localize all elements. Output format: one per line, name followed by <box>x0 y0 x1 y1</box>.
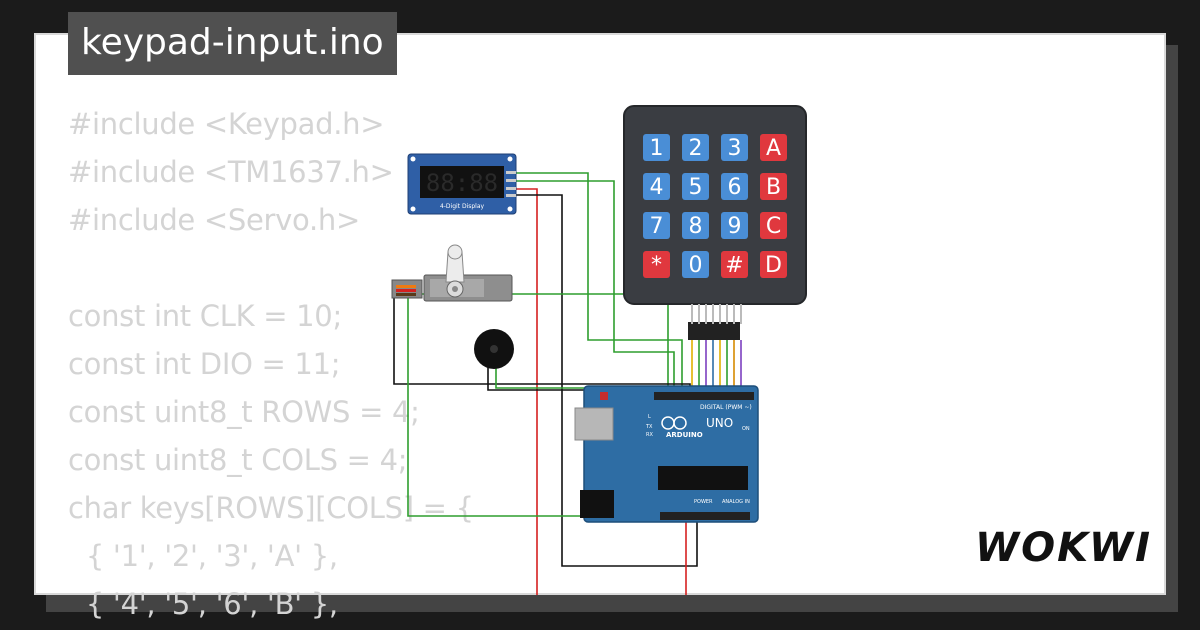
keypad-key-label: 3 <box>728 136 742 161</box>
wire-display-vcc <box>514 188 538 595</box>
keypad-key-label: * <box>651 253 662 278</box>
code-line: { '4', '5', '6', 'B' }, <box>68 587 338 621</box>
rx-label: RX <box>646 432 653 438</box>
keypad-key[interactable] <box>682 251 709 278</box>
code-line: const int DIO = 11; <box>68 347 341 381</box>
keypad-key[interactable] <box>721 212 748 239</box>
code-line: #include <Servo.h> <box>68 203 360 237</box>
keypad-key[interactable] <box>682 212 709 239</box>
keypad-key-label: A <box>766 136 781 161</box>
keypad-key[interactable] <box>760 251 787 278</box>
arduino-uno: DIGITAL (PWM ~) UNO ARDUINO ON TX RX L P… <box>574 385 759 523</box>
digital-label: DIGITAL (PWM ~) <box>700 404 752 411</box>
keypad-key[interactable] <box>643 134 670 161</box>
keypad-key[interactable] <box>760 212 787 239</box>
wire-display-dio <box>514 180 675 388</box>
display-readout: 88:88 <box>426 169 498 197</box>
code-line: const uint8_t COLS = 4; <box>68 443 408 477</box>
analog-label: ANALOG IN <box>722 499 750 505</box>
keypad-key-label: 7 <box>650 214 664 239</box>
uno-label: UNO <box>706 416 733 430</box>
keypad-key-label: 8 <box>689 214 703 239</box>
wire-servo-gnd <box>393 298 691 388</box>
code-line: { '1', '2', '3', 'A' }, <box>68 539 338 573</box>
code-line: #include <Keypad.h> <box>68 107 385 141</box>
l-label: L <box>648 414 651 420</box>
keypad-key-label: B <box>766 175 781 200</box>
tm1637-display: 88:88 4-Digit Display <box>407 153 517 215</box>
keypad-key-label: 9 <box>728 214 742 239</box>
keypad-key[interactable] <box>721 173 748 200</box>
keypad-key-label: 1 <box>650 136 664 161</box>
keypad-key-label: 0 <box>689 253 703 278</box>
keypad-key[interactable] <box>721 134 748 161</box>
display-label: 4-Digit Display <box>440 203 485 210</box>
wire-servo-signal <box>392 293 669 388</box>
keypad-key[interactable] <box>643 173 670 200</box>
buzzer <box>474 329 514 369</box>
tx-label: TX <box>645 424 653 430</box>
wire-display-gnd <box>514 194 698 567</box>
keypad-key-label: 2 <box>689 136 703 161</box>
wire-buzzer-gnd <box>487 366 590 391</box>
keypad-key-label: D <box>765 253 782 278</box>
keypad-key-label: 4 <box>650 175 664 200</box>
keypad-key[interactable] <box>682 134 709 161</box>
wire-display-clk <box>514 172 683 388</box>
code-preview: #include <Keypad.h> #include <TM1637.h> … <box>34 33 1166 621</box>
keypad-key-label: C <box>766 214 781 239</box>
code-line: const int CLK = 10; <box>68 299 342 333</box>
on-label: ON <box>742 426 750 432</box>
code-line: const uint8_t ROWS = 4; <box>68 395 420 429</box>
project-file-name: keypad-input.ino <box>68 12 397 75</box>
keypad-key-label: # <box>725 253 743 278</box>
card-shadow-bottom <box>46 594 1176 612</box>
servo-motor <box>391 244 513 302</box>
keypad-key[interactable] <box>760 134 787 161</box>
power-label: POWER <box>694 499 713 505</box>
keypad-key-label: 5 <box>689 175 703 200</box>
arduino-brand: ARDUINO <box>666 431 703 439</box>
card-shadow-right <box>1166 45 1178 612</box>
keypad-key-label: 6 <box>728 175 742 200</box>
keypad-key[interactable] <box>682 173 709 200</box>
keypad-key[interactable] <box>721 251 748 278</box>
wokwi-logo: WOKWI <box>975 525 1153 571</box>
keypad-key[interactable] <box>643 251 670 278</box>
keypad-key[interactable] <box>760 173 787 200</box>
code-line: #include <TM1637.h> <box>68 155 394 189</box>
keypad-key[interactable] <box>643 212 670 239</box>
